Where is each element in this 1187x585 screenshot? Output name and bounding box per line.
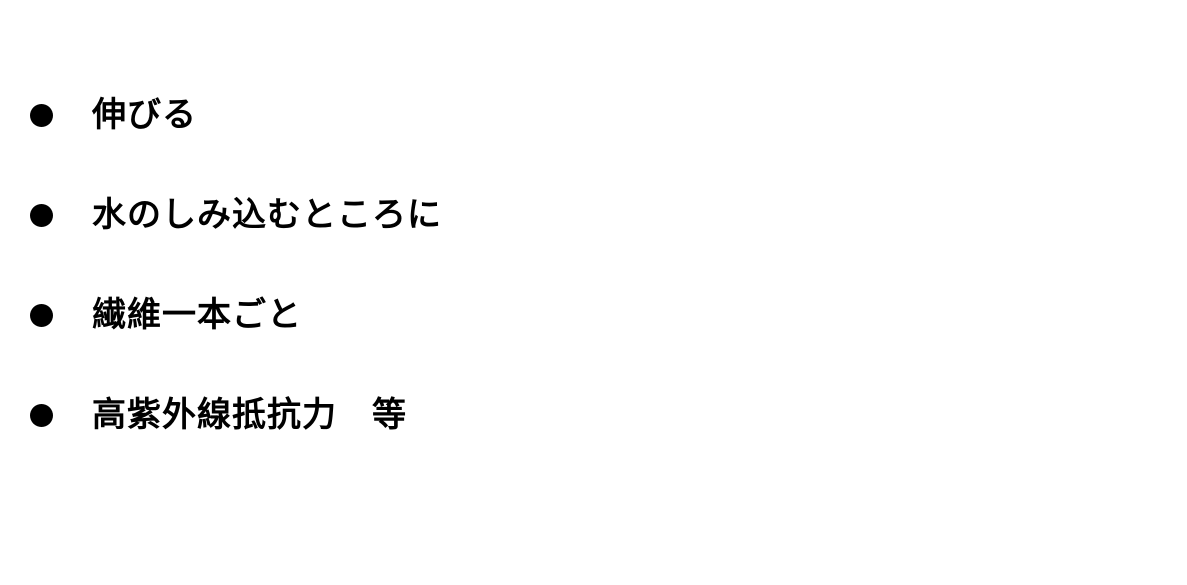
list-item: 繊維一本ごと [0,290,1187,340]
list-item-text: 高紫外線抵抗力 等 [92,395,407,435]
bullet-dot-icon [30,303,53,327]
list-item: 高紫外線抵抗力 等 [0,390,1187,440]
list-item-text: 繊維一本ごと [92,295,302,335]
bullet-dot-icon [30,103,53,127]
bullet-dot-icon [30,403,53,427]
list-item: 水のしみ込むところに [0,190,1187,240]
bullet-dot-icon [30,203,53,227]
list-item: 伸びる [0,90,1187,140]
list-item-text: 水のしみ込むところに [92,195,442,235]
list-item-text: 伸びる [92,95,197,135]
